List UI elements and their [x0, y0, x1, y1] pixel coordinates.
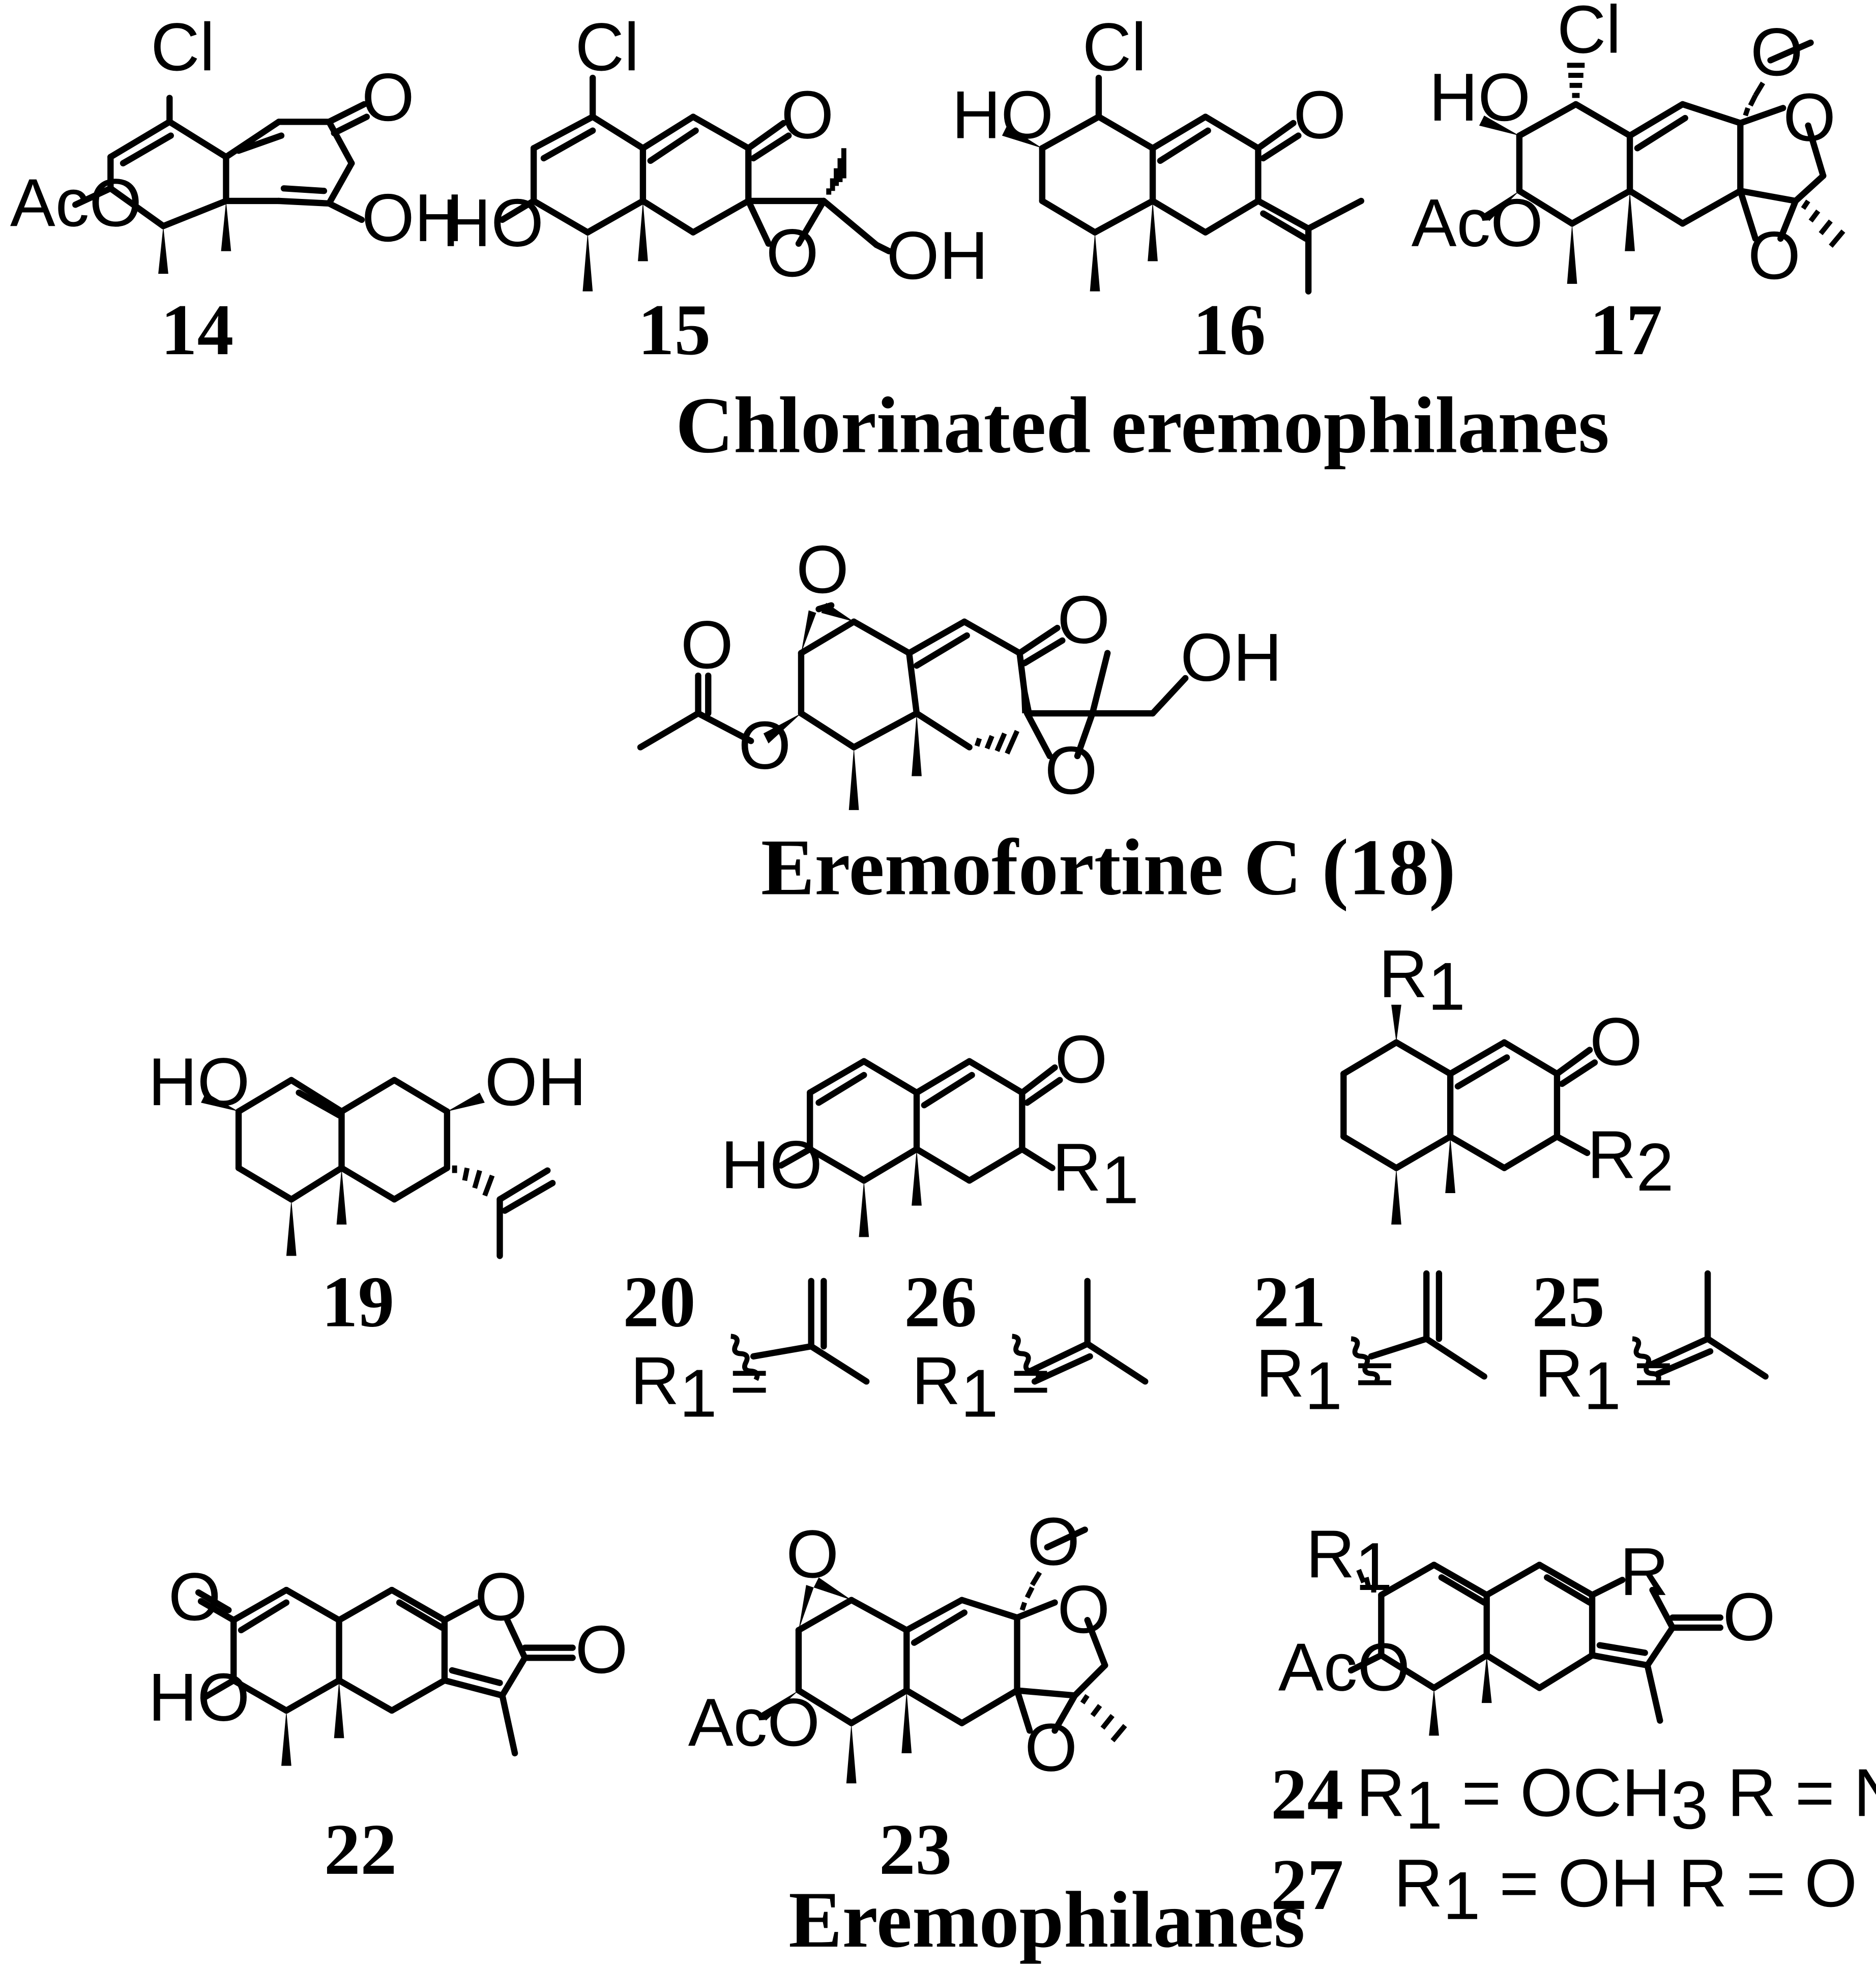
- atom-o: O: [1057, 582, 1110, 658]
- compound-23-structure: O O O O AcO: [688, 1504, 1127, 1785]
- atom-ho: HO: [442, 185, 544, 261]
- compound-label-22: 22: [324, 1809, 397, 1890]
- atom-o: O: [1055, 1022, 1108, 1097]
- atom-r1: R1: [1306, 1516, 1392, 1605]
- atom-o: O: [1294, 77, 1346, 153]
- atom-aco: AcO: [10, 165, 142, 241]
- atom-o-epoxide: O: [1748, 218, 1801, 294]
- atom-aco: AcO: [688, 1685, 820, 1760]
- compound-label-20: 20: [623, 1261, 695, 1342]
- compound-20-26-structure: O HO R1: [721, 1022, 1139, 1237]
- atom-o-methoxy: O: [1750, 14, 1803, 90]
- definition-27: R1 = OH R = O: [1394, 1845, 1857, 1934]
- label-r1-eq: R1=: [912, 1343, 1050, 1432]
- compound-label-17: 17: [1590, 289, 1662, 370]
- label-r1-eq: R1=: [1256, 1336, 1395, 1424]
- atom-ho: HO: [148, 1044, 250, 1120]
- atom-o-epoxide-2: O: [1024, 1710, 1077, 1785]
- atom-ho: HO: [952, 77, 1053, 153]
- atom-o-carbonyl: O: [575, 1612, 628, 1688]
- label-r1-eq: R1=: [630, 1343, 769, 1432]
- atom-cl: Cl: [1082, 9, 1147, 85]
- atom-oh: OH: [1180, 620, 1282, 696]
- atom-o: O: [781, 77, 834, 153]
- substituent-21: R1=: [1256, 1270, 1487, 1424]
- substituent-20: R1=: [630, 1278, 870, 1432]
- compound-16-structure: Cl O HO: [952, 9, 1365, 295]
- atom-aco: AcO: [1278, 1629, 1410, 1705]
- atom-aco: AcO: [1412, 185, 1543, 261]
- heading-chlorinated-eremophilanes: Chlorinated eremophilanes: [676, 381, 1609, 470]
- atom-ho: HO: [1429, 60, 1531, 135]
- atom-cl: Cl: [1557, 0, 1621, 68]
- compound-24-27-structure: R1 R O AcO: [1278, 1516, 1776, 1736]
- atom-o-methoxy: O: [1027, 1504, 1080, 1580]
- definition-24: R1 = OCH3 R = NH: [1356, 1755, 1876, 1843]
- compound-label-24: 24: [1271, 1753, 1343, 1834]
- atom-o-epoxide: O: [786, 1516, 839, 1592]
- atom-o: O: [1590, 1004, 1643, 1080]
- atom-o-epoxide: O: [796, 532, 849, 607]
- compound-label-23: 23: [879, 1809, 952, 1890]
- compound-17-structure: Cl O O O HO AcO: [1412, 0, 1845, 294]
- atom-o-lactone: O: [475, 1559, 527, 1635]
- atom-o-furan: O: [1783, 79, 1836, 155]
- atom-o-furan: O: [1057, 1572, 1110, 1647]
- compound-label-15: 15: [638, 289, 711, 370]
- compound-label-26: 26: [904, 1261, 977, 1342]
- compound-18-structure: O O O OH O O: [637, 532, 1282, 811]
- atom-cl: Cl: [151, 9, 215, 85]
- compound-19-structure: HO OH: [148, 1044, 587, 1259]
- atom-oh: OH: [485, 1044, 587, 1120]
- atom-o-ester: O: [739, 708, 792, 784]
- compound-21-25-structure: O R1 R2: [1340, 936, 1674, 1225]
- atom-oh: OH: [362, 180, 463, 256]
- heading-eremofortine-c: Eremofortine C (18): [761, 823, 1456, 912]
- compound-22-structure: O HO O O: [148, 1559, 628, 1766]
- atom-o-carbonyl: O: [1723, 1579, 1776, 1655]
- compound-label-19: 19: [321, 1261, 394, 1342]
- atom-r2: R2: [1587, 1117, 1674, 1205]
- compound-label-21: 21: [1253, 1261, 1326, 1342]
- atom-r1: R1: [1379, 936, 1465, 1025]
- atom-o: O: [362, 60, 415, 135]
- compound-15-structure: Cl O O OH HO: [442, 9, 988, 294]
- compound-label-27: 27: [1271, 1844, 1343, 1925]
- compound-label-25: 25: [1532, 1261, 1605, 1342]
- atom-ho: HO: [721, 1127, 823, 1203]
- label-r1-eq: R1=: [1534, 1336, 1673, 1424]
- atom-r1: R1: [1052, 1130, 1139, 1218]
- atom-o-spiro: O: [1045, 733, 1098, 808]
- atom-o-epoxide: O: [766, 215, 819, 291]
- atom-o: O: [168, 1559, 221, 1635]
- atom-ho: HO: [148, 1660, 250, 1735]
- compound-label-16: 16: [1193, 289, 1266, 370]
- compound-label-14: 14: [161, 289, 233, 370]
- atom-cl: Cl: [575, 9, 639, 85]
- compound-14-structure: Cl O OH AcO: [10, 9, 463, 274]
- atom-oh: OH: [887, 218, 988, 294]
- substituent-25: R1=: [1534, 1270, 1769, 1424]
- heading-eremophilanes: Eremophilanes: [788, 1875, 1305, 1964]
- atom-r: R: [1620, 1534, 1668, 1610]
- atom-o-carbonyl: O: [681, 607, 734, 683]
- substituent-26: R1=: [912, 1278, 1149, 1432]
